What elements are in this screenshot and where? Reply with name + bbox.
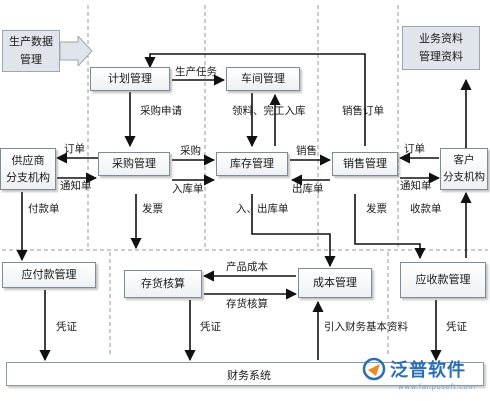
plan-management-box[interactable]: 计划管理 [90, 67, 170, 91]
plan-management-label: 计划管理 [108, 72, 152, 85]
inventory-management-label: 库存管理 [230, 157, 274, 170]
workshop-management-label: 车间管理 [241, 72, 285, 85]
sales-management-label: 销售管理 [343, 157, 387, 170]
label-material-warehousing: 领料、完工入库 [232, 105, 306, 117]
label-notice-right: 通知单 [400, 180, 432, 192]
label-notice-left: 通知单 [60, 180, 92, 192]
label-purchase-request: 采购申请 [140, 105, 182, 117]
cost-management-label: 成本管理 [313, 276, 357, 289]
business-data-text: 业务资料 管理资料 [419, 32, 463, 63]
inventory-accounting-box[interactable]: 存货核算 [124, 270, 202, 298]
business-data-box: 业务资料 管理资料 [402, 26, 480, 70]
arrow-sales-order-top [144, 53, 366, 146]
fanpu-logo: 泛普软件 [360, 356, 466, 382]
arrow-invoice-right [354, 194, 426, 260]
label-inventory-costing: 存货核算 [226, 298, 268, 310]
arrow-in-out-note [251, 194, 336, 268]
payable-management-label: 应付款管理 [21, 268, 77, 281]
label-order-right: 订单 [404, 143, 425, 155]
label-purchase: 采购 [180, 145, 201, 157]
label-invoice-right: 发票 [366, 203, 387, 215]
label-in-out-note: 入、出库单 [236, 203, 289, 215]
label-sales-order-top: 销售订单 [342, 105, 384, 117]
label-voucher-left: 凭证 [56, 321, 77, 333]
label-payment-note: 付款单 [28, 203, 60, 215]
sales-management-box[interactable]: 销售管理 [332, 152, 398, 176]
fanpu-logo-mark-icon [362, 357, 386, 381]
label-voucher-right: 凭证 [446, 321, 467, 333]
fanpu-logo-url: www.fanpusoft.com [398, 383, 476, 391]
region-dividers [2, 5, 488, 355]
production-data-box: 生产数据 管理 [2, 30, 60, 72]
inventory-accounting-label: 存货核算 [141, 277, 185, 290]
financial-system-label: 财务系统 [227, 369, 271, 382]
cost-management-box[interactable]: 成本管理 [298, 268, 372, 298]
label-production-task: 生产任务 [175, 66, 217, 78]
purchase-management-label: 采购管理 [112, 157, 156, 170]
label-invoice-left: 发票 [142, 203, 163, 215]
supplier-box[interactable]: 供应商 分支机构 [0, 148, 56, 190]
payable-management-box[interactable]: 应付款管理 [2, 262, 96, 288]
customer-box[interactable]: 客户 分支机构 [440, 148, 488, 190]
fanpu-logo-brand: 泛普软件 [390, 360, 466, 381]
label-order-left: 订单 [64, 143, 85, 155]
inventory-management-box[interactable]: 库存管理 [216, 152, 288, 176]
receivable-management-box[interactable]: 应收款管理 [400, 262, 486, 298]
production-data-text: 生产数据 管理 [9, 35, 53, 66]
receivable-management-label: 应收款管理 [415, 273, 471, 286]
production-data-arrow-icon [60, 36, 93, 66]
workshop-management-box[interactable]: 车间管理 [226, 67, 300, 91]
supplier-label: 供应商 分支机构 [6, 154, 50, 184]
purchase-management-box[interactable]: 采购管理 [98, 152, 170, 176]
label-receipt-note: 收款单 [410, 203, 442, 215]
label-outbound-note: 出库单 [292, 183, 324, 195]
label-voucher-mid: 凭证 [200, 321, 221, 333]
label-product-cost: 产品成本 [226, 261, 268, 273]
customer-label: 客户 分支机构 [443, 154, 485, 183]
label-import-financial-data: 引入财务基本资料 [324, 321, 408, 333]
financial-system-bar[interactable]: 财务系统 [6, 362, 484, 386]
label-warehousing-note: 入库单 [172, 183, 204, 195]
label-sales: 销售 [296, 145, 317, 157]
